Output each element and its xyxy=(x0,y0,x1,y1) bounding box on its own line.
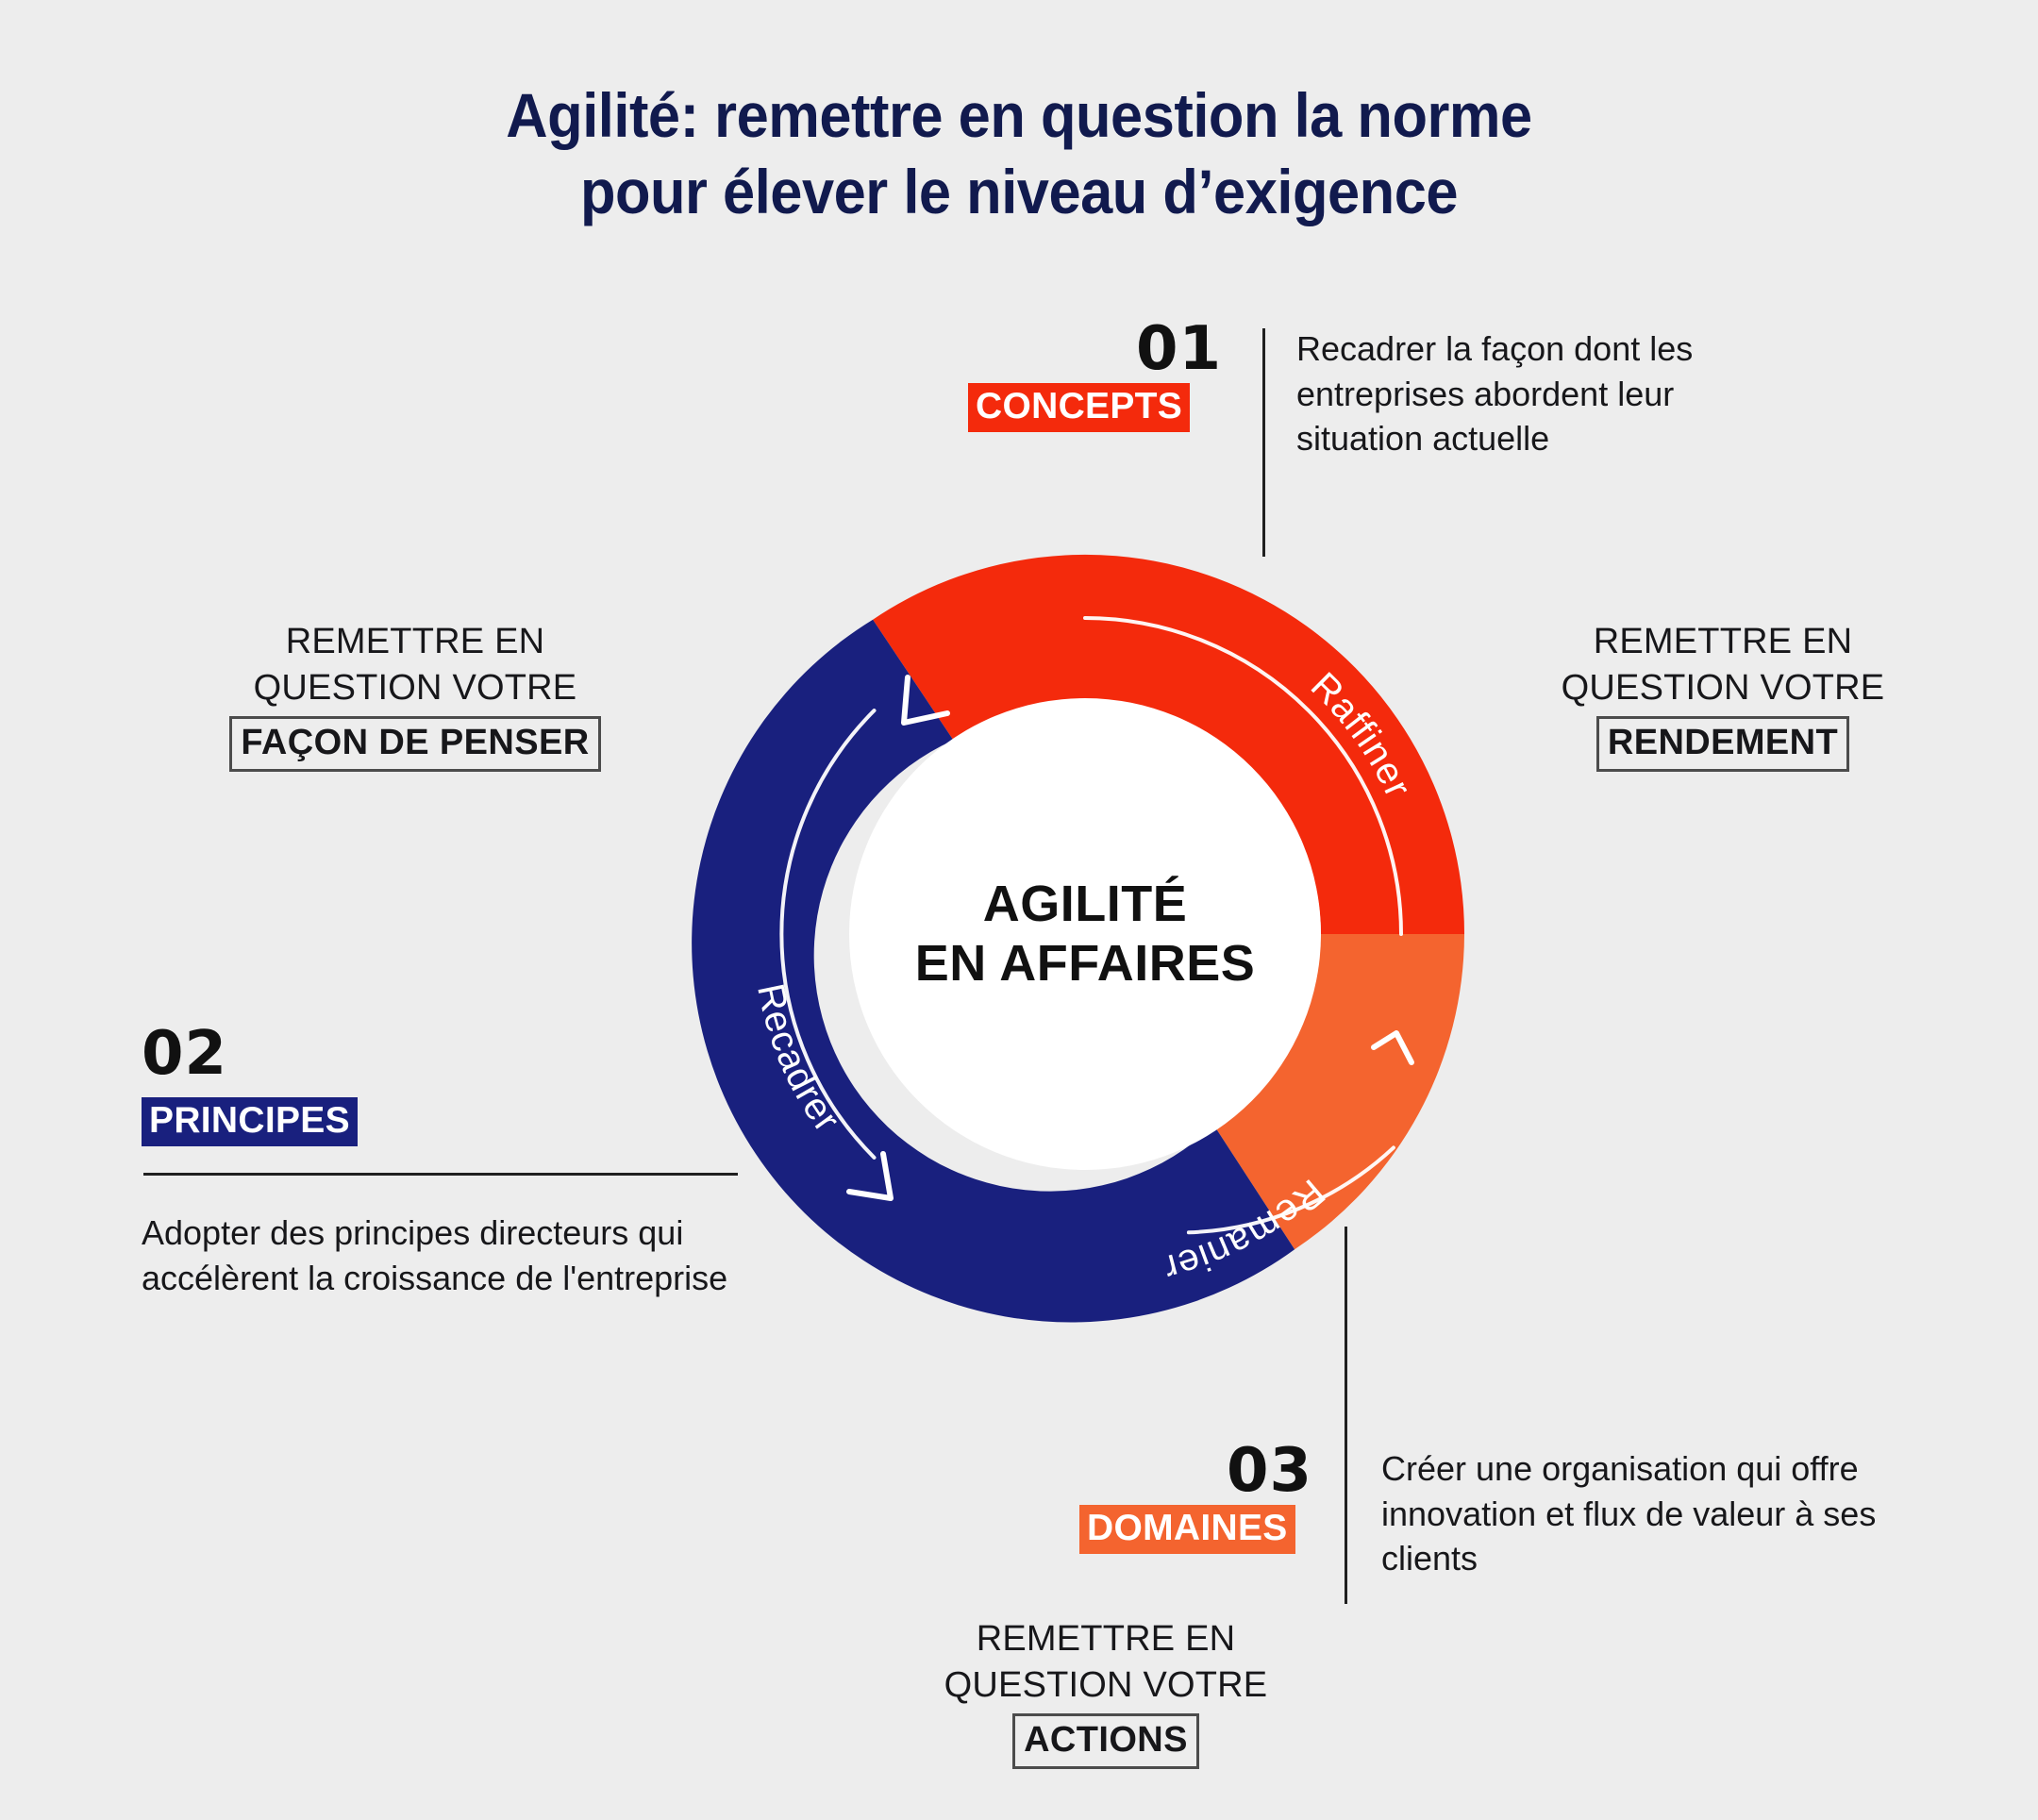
badge-principes[interactable]: PRINCIPES xyxy=(142,1097,358,1147)
callout-description-principes: Adopter des principes directeurs qui acc… xyxy=(142,1213,728,1297)
arrow-head-recadrer xyxy=(846,1151,894,1201)
donut-segment-recadrer[interactable] xyxy=(692,619,1295,1323)
page-title-line-1: Agilité: remettre en question la norme xyxy=(506,80,1532,150)
ring-label-facon-de-penser: REMETTRE EN QUESTION VOTRE FAÇON DE PENS… xyxy=(198,619,632,772)
badge-concepts[interactable]: CONCEPTS xyxy=(968,383,1191,433)
page-title: Agilité: remettre en question la norme p… xyxy=(72,77,1967,229)
ring-label-facon-emphasis: FAÇON DE PENSER xyxy=(229,716,601,772)
ring-label-rendement-line-1: REMETTRE EN xyxy=(1593,622,1853,661)
arrow-track-remanier xyxy=(1186,1145,1395,1235)
donut-segment-remanier[interactable] xyxy=(1213,934,1464,1250)
ring-label-actions-emphasis: ACTIONS xyxy=(1012,1713,1199,1769)
arrow-head-raffiner xyxy=(901,675,950,726)
callout-number-02: 02 xyxy=(142,1019,228,1089)
badge-wrap-concepts: CONCEPTS xyxy=(968,383,1191,433)
ring-label-facon-line-2: QUESTION VOTRE xyxy=(253,667,577,708)
ring-label-rendement-line-2: QUESTION VOTRE xyxy=(1561,667,1885,708)
callout-number-03: 03 xyxy=(1227,1436,1313,1506)
arrow-track-raffiner xyxy=(1083,616,1403,936)
badge-wrap-domaines: DOMAINES xyxy=(1079,1505,1295,1555)
page-title-line-2: pour élever le niveau d’exigence xyxy=(579,156,1459,226)
ring-label-actions-line-1: REMETTRE EN xyxy=(976,1619,1236,1659)
connector-line-principes xyxy=(143,1173,738,1176)
agility-cycle-donut: Raffiner Remanier Recadrer AGILITÉ EN AF… xyxy=(651,500,1519,1368)
badge-wrap-principes: PRINCIPES xyxy=(142,1097,358,1147)
ring-label-facon-line-1: REMETTRE EN xyxy=(285,622,545,661)
callout-description-concepts: Recadrer la façon dont les entreprises a… xyxy=(1296,329,1694,459)
connector-line-domaines xyxy=(1345,1227,1347,1604)
ring-label-actions: REMETTRE EN QUESTION VOTRE ACTIONS xyxy=(898,1616,1313,1769)
callout-number-01: 01 xyxy=(1136,314,1223,384)
arrow-track-recadrer xyxy=(779,709,877,1160)
callout-description-domaines: Créer une organisation qui offre innovat… xyxy=(1381,1449,1877,1578)
ring-label-rendement: REMETTRE EN QUESTION VOTRE RENDEMENT xyxy=(1525,619,1921,772)
badge-domaines[interactable]: DOMAINES xyxy=(1079,1505,1295,1555)
arrow-head-remanier xyxy=(1371,1030,1414,1065)
ring-label-rendement-emphasis: RENDEMENT xyxy=(1595,716,1850,772)
connector-line-concepts xyxy=(1262,328,1265,557)
donut-hub xyxy=(849,698,1321,1170)
ring-label-actions-line-2: QUESTION VOTRE xyxy=(944,1664,1268,1705)
donut-segment-raffiner[interactable] xyxy=(873,554,1465,934)
